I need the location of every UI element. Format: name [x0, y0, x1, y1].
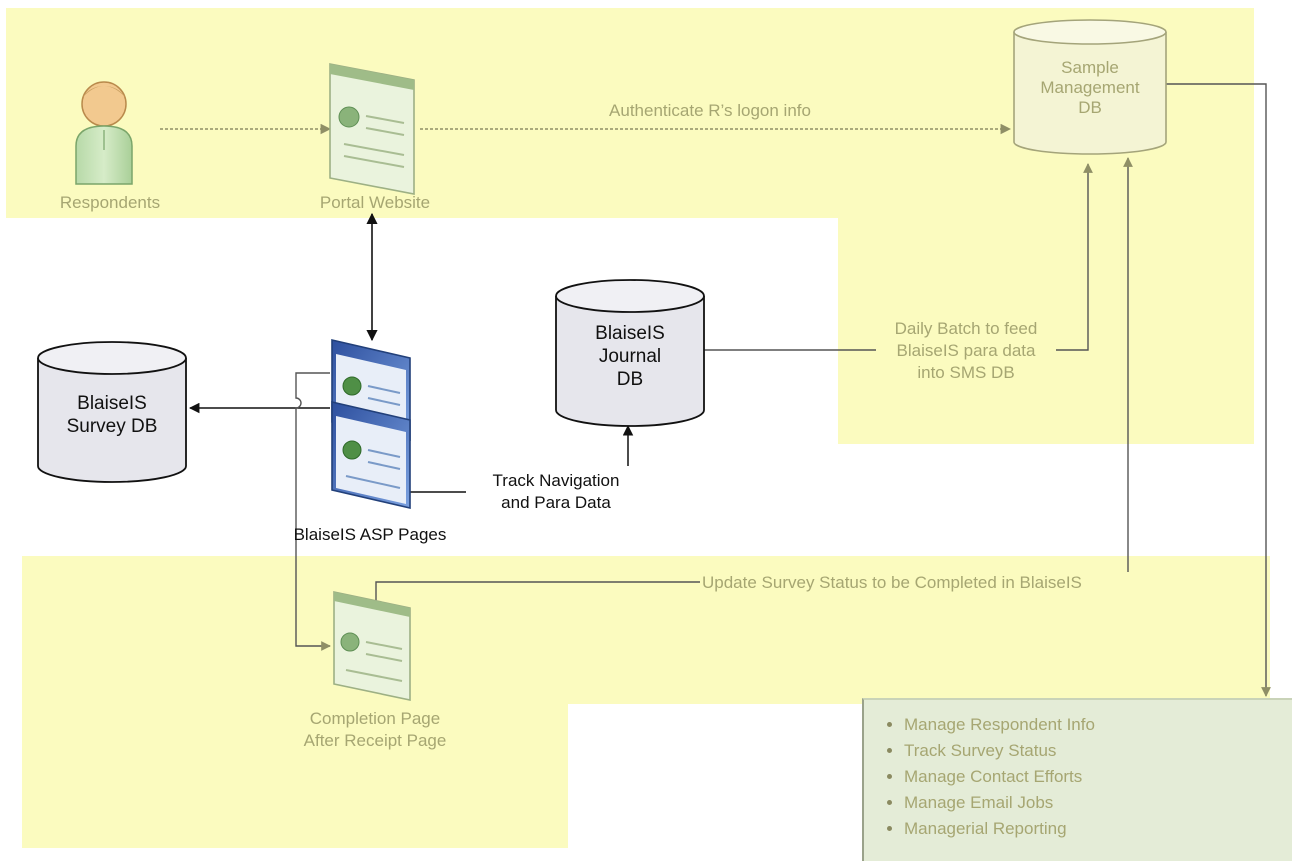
label-update-status: Update Survey Status to be Completed in …	[700, 572, 1204, 593]
sample-db-line: DB	[1078, 98, 1102, 117]
list-item: Manage Respondent Info	[904, 712, 1292, 738]
label-respondents: Respondents	[59, 193, 161, 212]
journal-db-line: BlaiseIS	[595, 323, 665, 344]
journal-db-cylinder	[555, 279, 705, 427]
label-portal-website: Portal Website	[319, 193, 431, 212]
edge-asp-completion	[295, 372, 331, 651]
edge-completion-sampledb	[375, 157, 1133, 618]
label-journal-db: BlaiseIS Journal DB	[556, 322, 704, 391]
daily-batch-line: Daily Batch to feed	[894, 319, 1038, 338]
edge-sampledb-panel	[1164, 83, 1271, 697]
portal-page-icon	[329, 63, 415, 195]
highlight-bottom-left	[22, 700, 568, 848]
sms-functions-list: Manage Respondent Info Track Survey Stat…	[864, 700, 1292, 842]
label-authenticate: Authenticate R’s logon info	[609, 101, 811, 120]
sample-db-line: Sample	[1061, 58, 1119, 77]
label-asp-pages: BlaiseIS ASP Pages	[293, 525, 447, 544]
list-item: Manage Email Jobs	[904, 790, 1292, 816]
label-completion-page: Completion Page After Receipt Page	[260, 708, 490, 752]
list-item: Managerial Reporting	[904, 816, 1292, 842]
completion-page-icon	[333, 591, 411, 701]
label-survey-db: BlaiseIS Survey DB	[38, 392, 186, 438]
daily-batch-line: into SMS DB	[917, 363, 1015, 382]
person-icon	[75, 81, 133, 185]
completion-line: Completion Page	[309, 709, 441, 728]
asp-pages-icon	[331, 338, 411, 510]
track-line: and Para Data	[501, 493, 611, 512]
daily-batch-line: BlaiseIS para data	[896, 341, 1036, 360]
journal-db-line: Journal	[598, 346, 662, 367]
edge-journal-sampledb	[704, 163, 1093, 351]
sample-db-cylinder	[1013, 19, 1167, 155]
sample-db-line: Management	[1040, 78, 1140, 97]
survey-db-line: Survey DB	[66, 416, 158, 437]
track-line: Track Navigation	[492, 471, 620, 490]
sms-functions-panel: Manage Respondent Info Track Survey Stat…	[862, 698, 1292, 861]
list-item: Track Survey Status	[904, 738, 1292, 764]
label-daily-batch: Daily Batch to feed BlaiseIS para data i…	[876, 318, 1056, 384]
survey-db-line: BlaiseIS	[77, 393, 147, 414]
journal-db-line: DB	[616, 369, 644, 390]
completion-line: After Receipt Page	[303, 731, 447, 750]
label-track-navigation: Track Navigation and Para Data	[466, 470, 646, 514]
list-item: Manage Contact Efforts	[904, 764, 1292, 790]
label-sample-db: Sample Management DB	[1014, 58, 1166, 118]
survey-db-cylinder	[37, 341, 187, 483]
